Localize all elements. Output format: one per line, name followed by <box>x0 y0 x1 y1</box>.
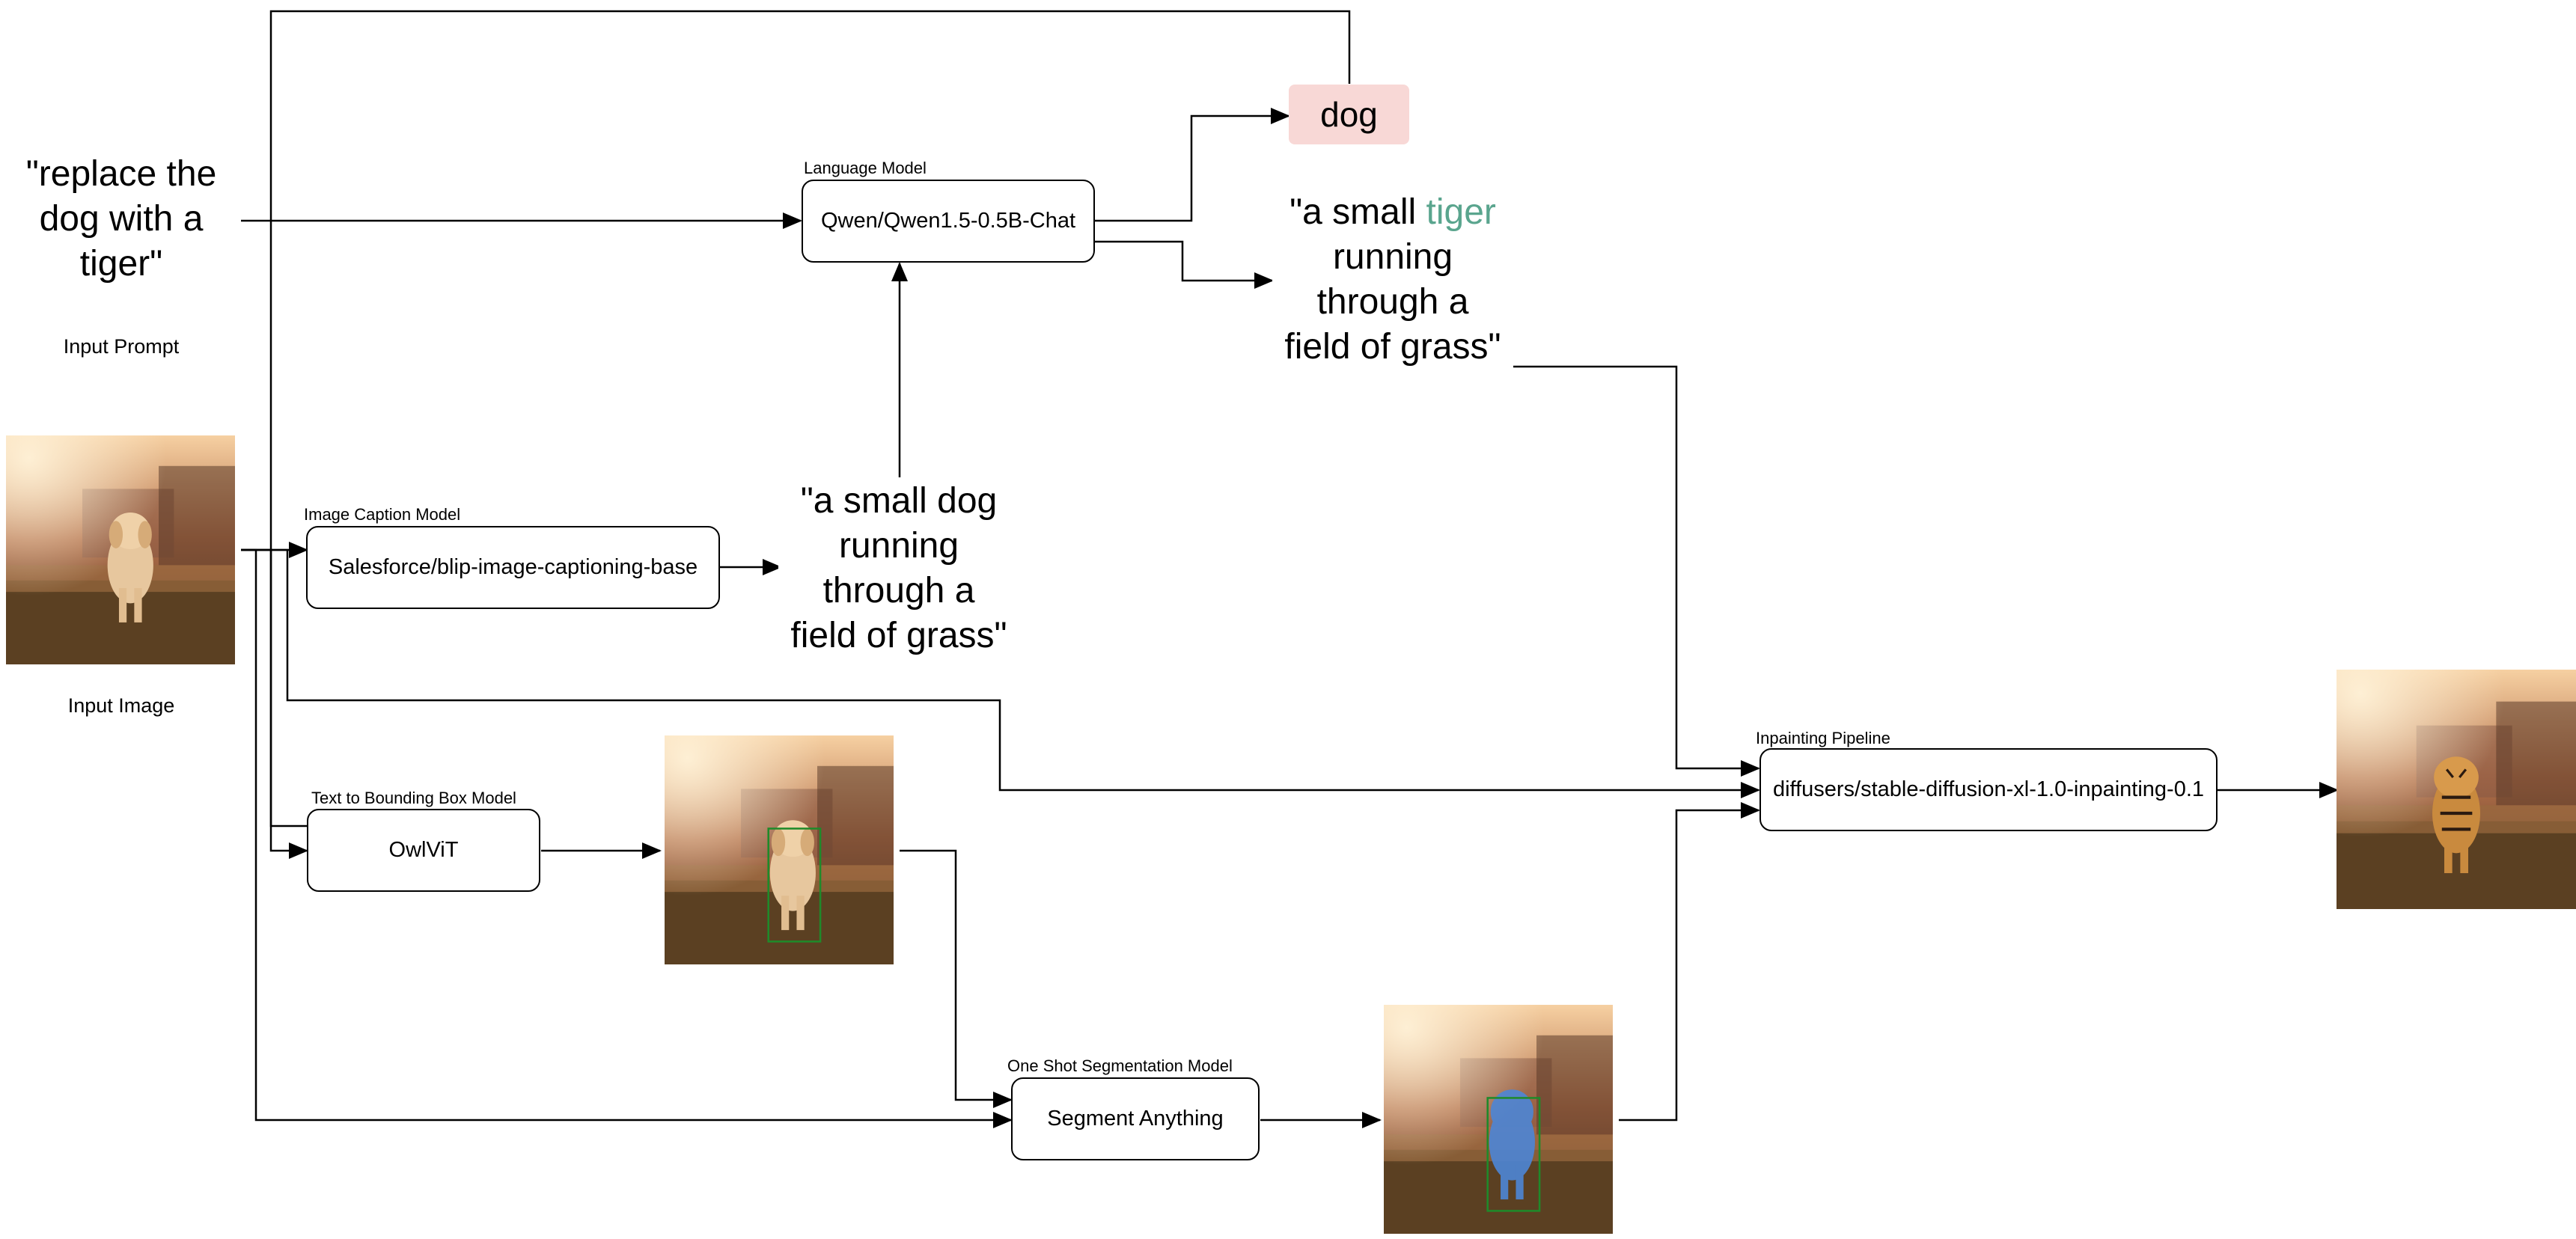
caption-model-label: Image Caption Model <box>304 505 461 524</box>
segmentation-model-name: Segment Anything <box>1047 1107 1224 1131</box>
rewritten-caption-pre: "a small <box>1289 192 1426 232</box>
language-model-label: Language Model <box>804 159 927 177</box>
edge-image-to-sam <box>241 548 1013 1128</box>
inpainting-box: diffusers/stable-diffusion-xl-1.0-inpain… <box>1759 748 2218 831</box>
generated-caption-bubble: "a small dog running through a field of … <box>778 479 1019 658</box>
output-image <box>2337 670 2576 909</box>
object-tag: dog <box>1289 85 1409 144</box>
language-model-box: Qwen/Qwen1.5-0.5B-Chat <box>802 180 1095 263</box>
object-tag-text: dog <box>1320 95 1378 134</box>
edge-bbox-to-sam <box>900 849 1013 1108</box>
edge-rewritten-to-inpaint <box>1513 365 1760 777</box>
edge-mask-to-inpaint <box>1619 802 1760 1122</box>
rewritten-caption-highlight: tiger <box>1426 192 1496 232</box>
bbox-model-name: OwlViT <box>388 838 459 862</box>
edge-image-to-inpaint <box>241 548 1760 798</box>
segmentation-model-label: One Shot Segmentation Model <box>1007 1056 1233 1075</box>
generated-caption-text: "a small dog running through a field of … <box>790 481 1007 655</box>
rewritten-caption-bubble: "a small tiger running through a field o… <box>1272 187 1513 373</box>
segmentation-model-box: Segment Anything <box>1011 1077 1260 1160</box>
rewritten-caption-post: running through a field of grass" <box>1284 237 1501 367</box>
bbox-model-box: OwlViT <box>307 809 540 892</box>
mask-image <box>1384 1005 1613 1234</box>
input-image <box>6 435 235 664</box>
input-prompt-text: "replace the dog with a tiger" <box>25 154 217 284</box>
edge-lm-to-tag <box>1093 108 1290 222</box>
inpainting-name: diffusers/stable-diffusion-xl-1.0-inpain… <box>1772 777 2205 801</box>
bbox-model-label: Text to Bounding Box Model <box>311 789 516 807</box>
input-prompt-caption: Input Prompt <box>63 335 180 358</box>
edge-tag-loop <box>269 10 1351 827</box>
bbox-image <box>665 735 894 964</box>
caption-model-name: Salesforce/blip-image-captioning-base <box>328 555 698 579</box>
input-image-caption: Input Image <box>67 694 175 717</box>
input-prompt-bubble: "replace the dog with a tiger" <box>3 131 239 308</box>
bbox-overlay <box>767 827 822 943</box>
language-model-name: Qwen/Qwen1.5-0.5B-Chat <box>820 209 1076 233</box>
rewritten-caption-text: "a small tiger running through a field o… <box>1281 190 1505 370</box>
caption-model-box: Salesforce/blip-image-captioning-base <box>306 526 720 609</box>
edge-lm-to-rewritten <box>1093 240 1274 289</box>
inpainting-label: Inpainting Pipeline <box>1756 729 1890 747</box>
